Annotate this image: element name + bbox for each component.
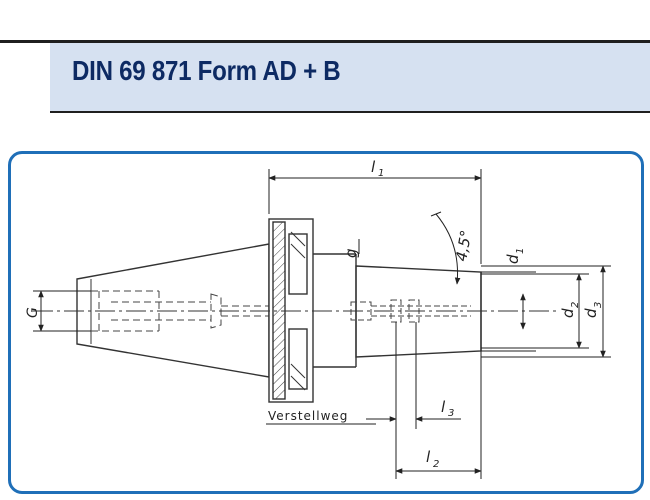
label-d1: d <box>504 254 522 264</box>
label-l1-sub: 1 <box>378 168 384 179</box>
dim-l1 <box>268 169 482 264</box>
technical-drawing-frame: l 1 4,5° g d 1 d 2 <box>8 151 644 494</box>
label-d3-sub: 3 <box>593 302 604 308</box>
label-d2-sub: 2 <box>570 302 581 308</box>
label-l3: l <box>441 398 446 416</box>
label-d2: d <box>559 308 577 318</box>
dim-d3 <box>481 265 611 358</box>
taper-hidden-bore <box>91 290 271 332</box>
title-band: DIN 69 871 Form AD + B <box>50 43 650 111</box>
header-bottom-rule <box>50 111 650 113</box>
dim-angle <box>430 211 461 285</box>
label-l1: l <box>371 158 376 176</box>
dim-l2 <box>395 351 482 479</box>
header-top-rule <box>0 40 650 43</box>
label-angle: 4,5° <box>452 229 475 263</box>
label-d3: d <box>582 308 600 318</box>
label-verstellweg: Verstellweg <box>268 409 348 423</box>
label-l3-sub: 3 <box>448 408 454 419</box>
page-title: DIN 69 871 Form AD + B <box>72 55 341 86</box>
label-G: G <box>25 307 41 318</box>
technical-drawing: l 1 4,5° g d 1 d 2 <box>25 158 611 479</box>
label-l2: l <box>426 448 431 466</box>
dim-G <box>33 290 91 332</box>
label-g: g <box>342 248 360 258</box>
dim-d2 <box>481 273 589 349</box>
label-l2-sub: 2 <box>433 459 439 470</box>
dim-l3 <box>366 322 461 429</box>
dim-d1 <box>481 271 536 352</box>
label-d1-sub: 1 <box>515 248 526 254</box>
